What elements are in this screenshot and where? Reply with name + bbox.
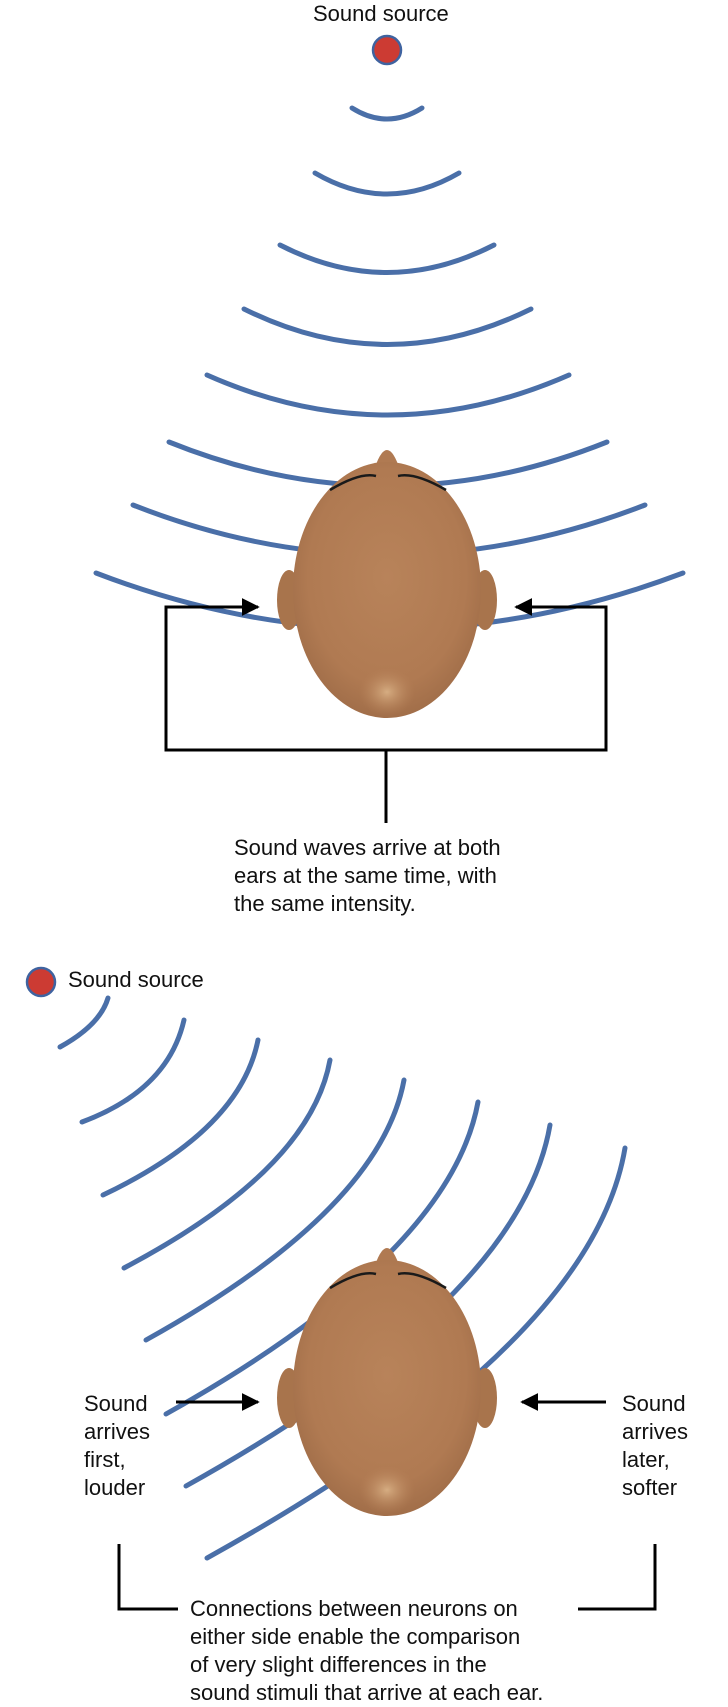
top-sound-source-dot [371, 34, 403, 66]
bottom-left-note-line: arrives [84, 1419, 151, 1444]
bottom-head [277, 1248, 497, 1516]
top-brow-line-right [397, 474, 447, 492]
top-bracket [164, 598, 608, 823]
bottom-left-note-line: Sound [84, 1391, 148, 1416]
bottom-caption-line: of very slight differences in the [190, 1652, 487, 1677]
top-wave-3 [277, 242, 497, 275]
top-head [277, 450, 497, 718]
bottom-panel [25, 966, 657, 1611]
bottom-wave-4 [121, 1057, 333, 1271]
top-caption-line: Sound waves arrive at both [234, 835, 501, 860]
top-caption-line: ears at the same time, with [234, 863, 497, 888]
bottom-bracket-right [578, 1544, 657, 1611]
bottom-sound-source-dot [25, 966, 57, 998]
bottom-brow-line-right [397, 1272, 447, 1290]
bottom-head-shape [293, 1260, 481, 1516]
bottom-left-note-line: louder [84, 1475, 146, 1500]
bottom-left-note-line: first, [84, 1447, 126, 1472]
top-panel [93, 34, 686, 823]
bottom-caption-line: Connections between neurons on [190, 1596, 518, 1621]
top-head-shape [293, 462, 481, 718]
bottom-caption: Connections between neurons on either si… [190, 1595, 543, 1707]
bottom-head-crown [359, 1466, 415, 1514]
bottom-right-note-line: softer [622, 1475, 678, 1500]
top-caption: Sound waves arrive at both ears at the s… [234, 834, 501, 918]
bottom-arrows [117, 1393, 657, 1611]
bottom-brow-line [329, 1272, 377, 1290]
top-brow-line [329, 474, 377, 492]
top-wave-5 [204, 372, 572, 418]
top-wave-1 [349, 105, 425, 122]
bottom-right-note: Sound arrives later, softer [622, 1390, 688, 1502]
bottom-right-note-line: later, [622, 1447, 670, 1472]
bottom-caption-line: sound stimuli that arrive at each ear. [190, 1680, 544, 1705]
bottom-wave-8 [204, 1145, 628, 1561]
bottom-wave-1 [57, 995, 111, 1050]
top-wave-4 [241, 306, 534, 347]
top-caption-line: the same intensity. [234, 891, 416, 916]
bottom-wave-5 [143, 1077, 407, 1343]
bottom-right-note-line: arrives [622, 1419, 689, 1444]
bottom-right-note-line: Sound [622, 1391, 686, 1416]
bottom-caption-line: either side enable the comparison [190, 1624, 521, 1649]
bottom-wave-2 [79, 1017, 187, 1125]
top-sound-source-label: Sound source [313, 1, 449, 26]
bottom-sound-source-label: Sound source [68, 967, 204, 992]
top-head-crown [359, 668, 415, 716]
bottom-bracket-left [117, 1544, 178, 1611]
bottom-wave-3 [100, 1037, 261, 1198]
top-wave-2 [312, 170, 462, 197]
bottom-left-note: Sound arrives first, louder [84, 1390, 150, 1502]
